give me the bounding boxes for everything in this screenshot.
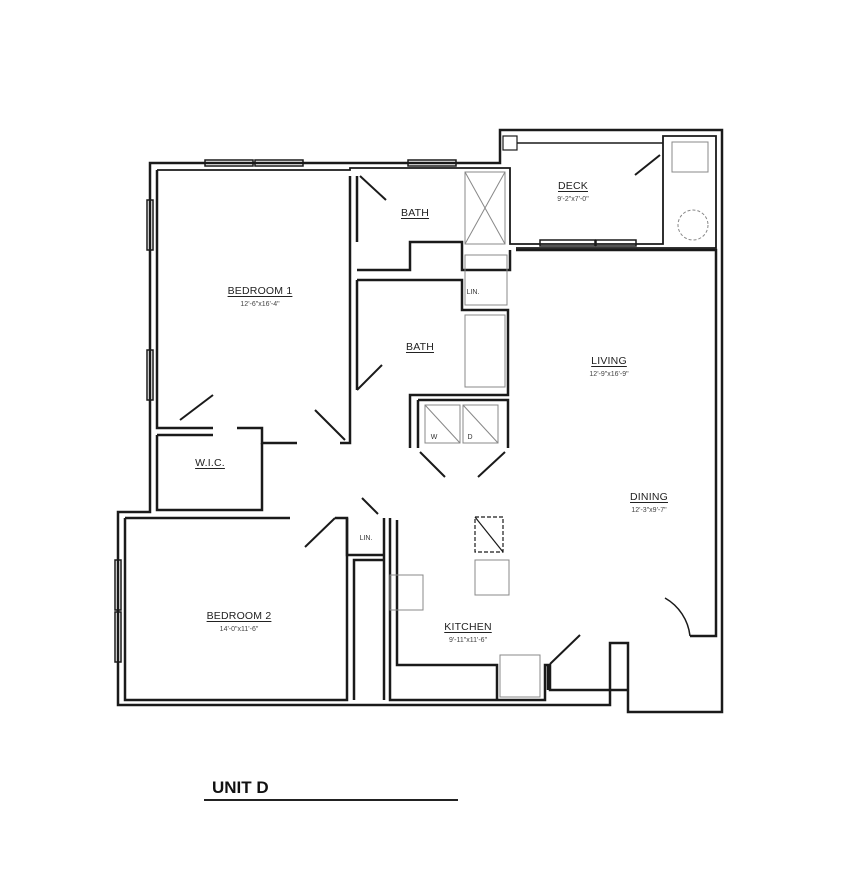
linen-closet-label: LIN.: [466, 289, 480, 296]
room-bath2: BATH: [406, 341, 434, 353]
room-dimensions: 12'-9"x16'-9": [589, 371, 629, 378]
room-living: LIVING 12'-9"x16'-9": [589, 355, 628, 378]
bath-walls: [355, 176, 512, 272]
room-dimensions: 12'-3"x9'-7": [631, 507, 667, 514]
hall-walls: [345, 518, 628, 702]
room-name: DINING: [630, 491, 668, 503]
room-dimensions: 9'-2"x7'-0": [557, 196, 589, 203]
bedroom1-walls: [155, 170, 352, 445]
room-name: DECK: [558, 180, 588, 192]
unit-title: UNIT D: [212, 778, 269, 797]
kitchen-counter: [395, 520, 550, 700]
room-name: BATH: [405, 341, 435, 353]
dryer-label: D: [467, 434, 473, 441]
bedroom2-walls: [123, 516, 349, 702]
title-underline: [204, 799, 458, 801]
interior-exterior-line: [157, 135, 717, 249]
bath2-walls: [355, 278, 510, 448]
exterior-wall: [116, 128, 724, 714]
room-name: KITCHEN: [444, 621, 492, 633]
room-kitchen: KITCHEN 9'-11"x11'-6": [444, 621, 492, 644]
wic-walls: [155, 433, 264, 512]
room-bedroom1: BEDROOM 1 12'-6"x16'-4": [228, 285, 293, 308]
room-bath1: BATH: [401, 207, 429, 219]
room-wic: W.I.C.: [195, 457, 225, 469]
room-dimensions: 12'-6"x16'-4": [240, 301, 280, 308]
laundry-walls: [416, 398, 510, 448]
room-bedroom2: BEDROOM 2 14'-0"x11'-6": [207, 610, 272, 633]
room-name: LIVING: [591, 355, 627, 367]
room-name: BEDROOM 2: [206, 610, 272, 622]
living-wall: [516, 248, 718, 638]
room-deck: DECK 9'-2"x7'-0": [557, 180, 588, 203]
room-dimensions: 14'-0"x11'-6": [219, 626, 259, 633]
room-name: BEDROOM 1: [227, 285, 293, 297]
room-dimensions: 9'-11"x11'-6": [448, 637, 488, 644]
room-name: W.I.C.: [195, 457, 225, 469]
room-dining: DINING 12'-3"x9'-7": [630, 491, 668, 514]
room-name: BATH: [400, 207, 430, 219]
washer-label: W: [430, 434, 438, 441]
linen-closet-label: LIN.: [359, 535, 373, 542]
